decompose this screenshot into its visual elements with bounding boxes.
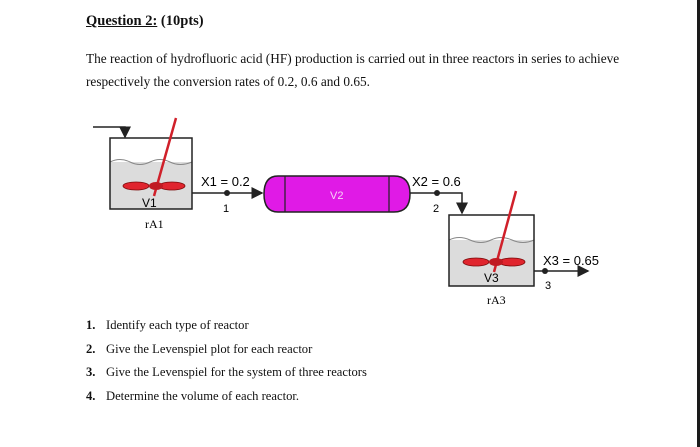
task-item: 1. Identify each type of reactor (86, 318, 367, 342)
stream-3-node-label: 3 (545, 280, 551, 292)
reactor-3-vessel (448, 214, 535, 287)
stream-2-node (434, 190, 440, 196)
reactor-3-volume-label: V3 (484, 271, 499, 285)
task-text: Identify each type of reactor (106, 318, 249, 332)
stream-1-node (224, 190, 230, 196)
stream-2-node-label: 2 (433, 203, 439, 215)
task-number: 4. (86, 388, 96, 403)
stream-2: X2 = 0.6 2 (410, 174, 468, 215)
task-number: 3. (86, 365, 96, 379)
reactor-2-volume-label: V2 (330, 190, 343, 202)
page-edge-border (697, 0, 700, 447)
task-list: 1. Identify each type of reactor 2. Give t… (86, 318, 367, 412)
question-intro: The reaction of hydrofluoric acid (HF) p… (86, 51, 620, 89)
stream-1: X1 = 0.2 1 (192, 174, 264, 215)
question-points: (10pts) (160, 13, 204, 29)
stream-1-node-label: 1 (223, 203, 229, 215)
task-number: 2. (86, 341, 96, 356)
reactor-2-vessel (263, 175, 411, 213)
reactor-1-volume-label: V1 (142, 196, 157, 210)
task-text: Give the Levenspiel for the system of th… (106, 365, 367, 379)
reactor-3-impeller-hub (489, 258, 503, 266)
reactor-2-pfr: V2 (263, 175, 411, 213)
stream-2-line (410, 192, 468, 215)
question-heading: Question 2: (10pts) (86, 13, 204, 30)
reactor-1-impeller-hub (149, 182, 163, 190)
task-item: 3. Give the Levenspiel for the system of … (86, 365, 367, 389)
reactor-1-surface (109, 159, 193, 165)
task-item: 2. Give the Levenspiel plot for each reac… (86, 342, 367, 366)
task-text: Give the Levenspiel plot for each reacto… (106, 341, 313, 356)
task-text: Determine the volume of each reactor. (106, 388, 300, 403)
reactor-3-impeller-left (462, 257, 490, 267)
question-number: Question 2: (86, 13, 158, 29)
task-item: 4. Determine the volume of each reactor. (86, 389, 367, 413)
stream-1-conversion: X1 = 0.2 (201, 174, 250, 189)
reactor-3-surface (448, 237, 535, 243)
reactor-1-rate-label: rA1 (145, 217, 164, 231)
stream-3-conversion: X3 = 0.65 (543, 253, 599, 268)
reactor-1-cstr: V1 rA1 (93, 117, 193, 231)
reactor-1-impeller-left (122, 181, 150, 191)
reactor-3-rate-label: rA3 (487, 293, 506, 307)
stream-2-conversion: X2 = 0.6 (412, 174, 461, 189)
reactor-1-vessel (109, 137, 193, 210)
stream-3: X3 = 0.65 3 (534, 253, 599, 292)
feed-inlet-arrow (93, 126, 131, 139)
stream-3-node (542, 268, 548, 274)
task-number: 1. (86, 318, 96, 332)
reactor-3-cstr: V3 rA3 (448, 190, 535, 307)
